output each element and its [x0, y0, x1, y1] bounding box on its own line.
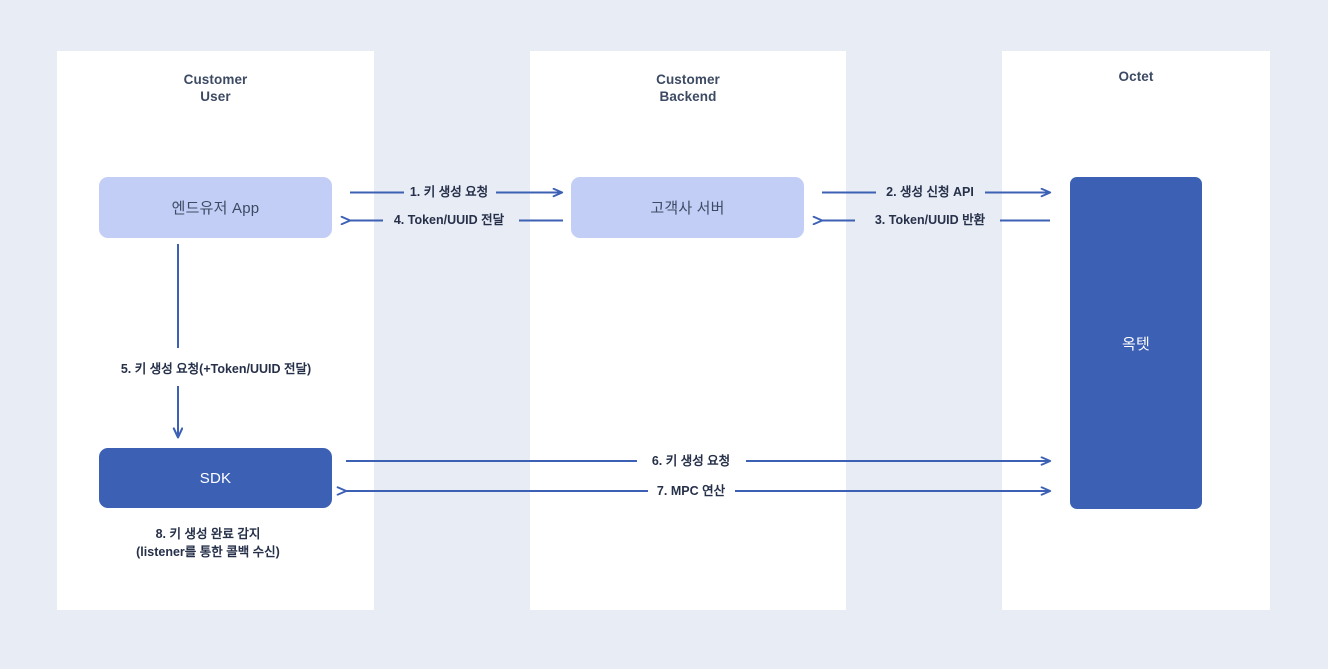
step-label-6: 6. 키 생성 요청	[651, 454, 731, 468]
node-label: 엔드유저 App	[171, 200, 260, 217]
node-label: 고객사 서버	[650, 200, 725, 217]
swimlane-customer-user	[57, 51, 374, 610]
step-label-2: 2. 생성 신청 API	[886, 185, 974, 199]
step-label-7: 7. MPC 연산	[656, 484, 726, 498]
step-label-4: 4. Token/UUID 전달	[393, 213, 505, 227]
step-label-8: 8. 키 생성 완료 감지 (listener를 통한 콜백 수신)	[136, 526, 280, 561]
step-label-8-line2: (listener를 통한 콜백 수신)	[136, 544, 280, 559]
node-customer-server[interactable]: 고객사 서버	[571, 177, 804, 238]
swimlane-title-line2: User	[200, 89, 231, 104]
swimlane-title-customer-user: Customer User	[57, 71, 374, 105]
node-label: SDK	[199, 469, 232, 487]
step-label-8-line1: 8. 키 생성 완료 감지	[155, 527, 261, 541]
node-label: 옥텟	[1121, 335, 1150, 353]
swimlane-title-customer-backend: Customer Backend	[530, 71, 846, 105]
node-octet[interactable]: 옥텟	[1070, 177, 1202, 509]
swimlane-title-octet: Octet	[1002, 68, 1270, 85]
step-label-1: 1. 키 생성 요청	[409, 185, 489, 199]
swimlane-customer-backend	[530, 51, 846, 610]
node-sdk[interactable]: SDK	[99, 448, 332, 508]
swimlane-title-line1: Octet	[1118, 69, 1154, 84]
node-enduser-app[interactable]: 엔드유저 App	[99, 177, 332, 238]
swimlane-title-line1: Customer	[183, 72, 248, 87]
step-label-5: 5. 키 생성 요청(+Token/UUID 전달)	[120, 362, 312, 376]
swimlane-title-line2: Backend	[659, 89, 717, 104]
swimlane-title-line1: Customer	[656, 72, 720, 87]
step-label-3: 3. Token/UUID 반환	[874, 213, 986, 227]
